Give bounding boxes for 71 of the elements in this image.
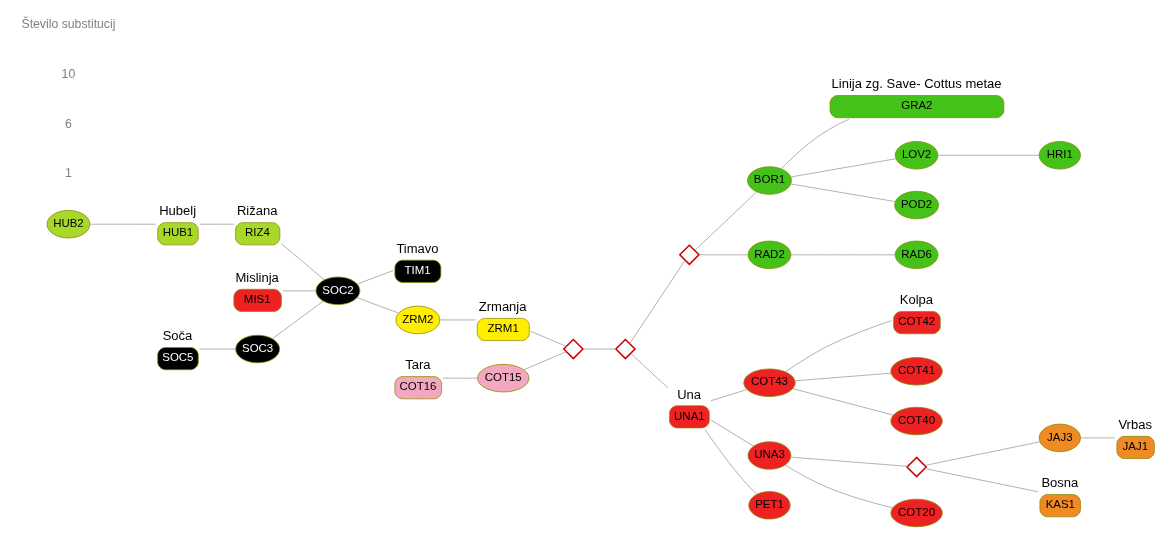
node-ellipse: HRI1 bbox=[1038, 141, 1081, 170]
node-ellipse: UNA3 bbox=[747, 441, 791, 470]
node-label: Hubelj bbox=[158, 203, 196, 219]
node-ellipse: SOC3 bbox=[234, 334, 280, 364]
node-ellipse: COT20 bbox=[889, 498, 943, 528]
connector bbox=[530, 330, 567, 347]
connector bbox=[784, 320, 892, 373]
node-diamond bbox=[614, 338, 636, 360]
node-label: Soča bbox=[162, 328, 192, 344]
connector bbox=[198, 223, 234, 225]
node-label: Mislinja bbox=[234, 270, 279, 286]
connector bbox=[522, 351, 567, 371]
connector bbox=[790, 183, 895, 202]
connector bbox=[923, 468, 1038, 493]
node-diamond bbox=[905, 456, 927, 478]
connector bbox=[280, 243, 325, 281]
label: Število substitucij bbox=[20, 16, 115, 31]
connector bbox=[198, 348, 236, 350]
label: 6 bbox=[64, 116, 72, 131]
connector bbox=[792, 388, 894, 416]
connector bbox=[937, 154, 1039, 156]
node-label: Una bbox=[676, 386, 701, 402]
node-ellipse: HUB2 bbox=[46, 210, 90, 239]
connector bbox=[923, 441, 1040, 466]
node-label: Zrmanja bbox=[478, 299, 527, 315]
node-ellipse: RAD6 bbox=[894, 240, 938, 269]
label: 10 bbox=[61, 66, 75, 81]
node-label: Vrbas bbox=[1117, 417, 1152, 433]
node-label: Rižana bbox=[236, 203, 277, 219]
node-ellipse: JAJ3 bbox=[1038, 423, 1081, 453]
connector bbox=[356, 270, 394, 285]
connector bbox=[784, 464, 893, 509]
node-label: Tara bbox=[404, 357, 431, 373]
connector bbox=[356, 297, 399, 314]
connector bbox=[710, 389, 747, 402]
node-ellipse: SOC2 bbox=[315, 276, 360, 305]
node-label: Bosna bbox=[1040, 475, 1078, 491]
node-ellipse: COT41 bbox=[889, 357, 943, 386]
connector bbox=[698, 254, 748, 256]
node-ellipse: BOR1 bbox=[746, 166, 792, 195]
connector bbox=[630, 353, 668, 389]
connector bbox=[693, 191, 757, 251]
connector bbox=[794, 372, 891, 382]
connector bbox=[790, 158, 896, 178]
node-ellipse: COT15 bbox=[476, 363, 529, 393]
connector bbox=[271, 300, 324, 339]
node-ellipse: ZRM2 bbox=[395, 305, 440, 335]
node-ellipse: RAD2 bbox=[747, 240, 791, 269]
connector bbox=[442, 377, 478, 379]
node-ellipse: PET1 bbox=[747, 491, 791, 520]
node-ellipse: COT43 bbox=[742, 368, 796, 397]
node-ellipse: LOV2 bbox=[894, 141, 938, 170]
connector bbox=[439, 319, 476, 321]
node-ellipse: COT40 bbox=[889, 406, 943, 436]
connector bbox=[582, 348, 616, 350]
node-diamond bbox=[562, 338, 584, 360]
connector bbox=[704, 429, 757, 495]
connector bbox=[710, 419, 754, 447]
connector bbox=[1079, 437, 1115, 439]
node-diamond bbox=[678, 244, 700, 266]
node-ellipse: POD2 bbox=[893, 190, 939, 220]
connector bbox=[780, 118, 849, 170]
connector bbox=[628, 259, 685, 345]
connector bbox=[790, 254, 895, 256]
connector bbox=[790, 456, 908, 467]
node-label: Timavo bbox=[395, 240, 439, 256]
connector bbox=[282, 290, 316, 292]
node-label: Linija zg. Save- Cottus metae bbox=[831, 76, 1002, 92]
label: 1 bbox=[64, 166, 72, 181]
connector bbox=[89, 223, 156, 225]
node-label: Kolpa bbox=[899, 292, 933, 308]
